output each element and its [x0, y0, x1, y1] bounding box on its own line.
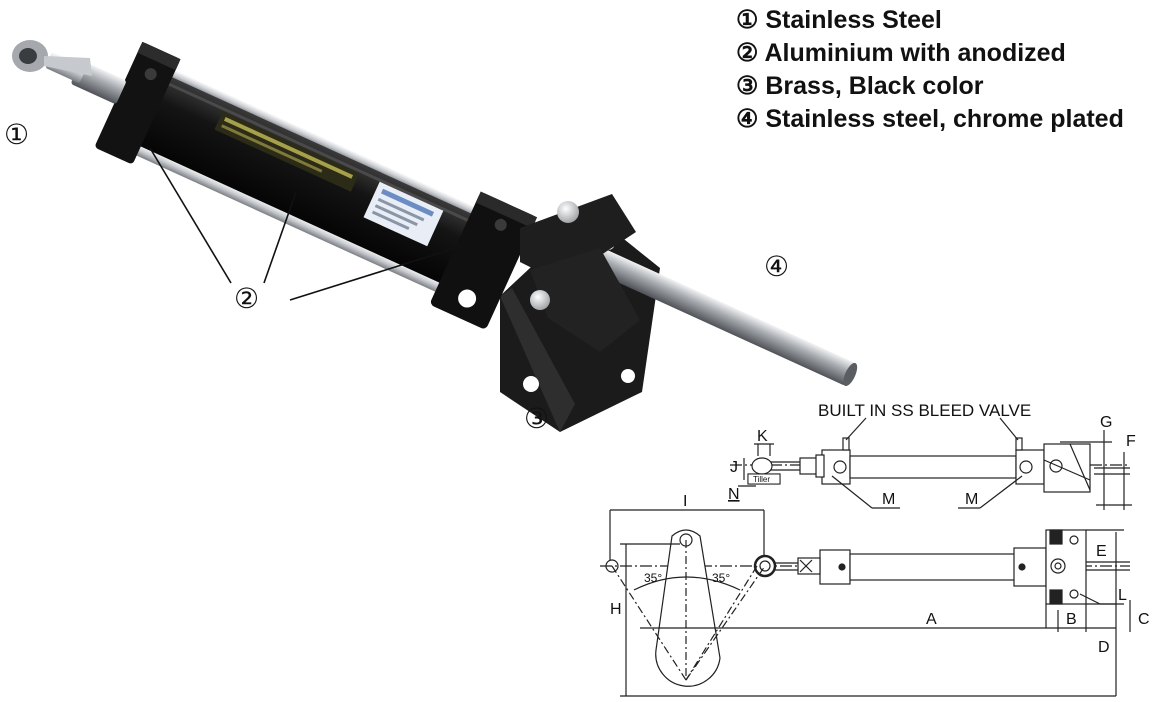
dim-label-e: E [1096, 543, 1107, 560]
legend-number: ② [736, 39, 759, 67]
dim-label-l: L [1118, 587, 1127, 604]
photo-region [12, 40, 858, 432]
legend-text: Stainless steel, chrome plated [765, 105, 1124, 133]
piston-rod [548, 228, 858, 387]
legend-number: ④ [736, 105, 759, 133]
dim-label-k: K [757, 428, 768, 445]
dim-label-b: B [1066, 611, 1077, 628]
cylinder-body [45, 41, 538, 329]
technical-drawing [600, 417, 1132, 697]
angle-right-label: 35° [712, 571, 730, 585]
material-legend: ① Stainless Steel ② Aluminium with anodi… [736, 4, 1124, 136]
legend-number: ③ [736, 72, 759, 100]
dim-label-j: J [730, 459, 738, 476]
dim-label-h: H [610, 601, 622, 618]
legend-text: Brass, Black color [765, 72, 984, 100]
dim-label-d: D [1098, 639, 1110, 656]
legend-text: Stainless Steel [765, 6, 942, 34]
callout-3: ③ [524, 403, 549, 434]
callout-leaders [149, 147, 463, 301]
bleed-valve-label: BUILT IN SS BLEED VALVE [818, 401, 1031, 420]
bracket [520, 194, 640, 352]
tiller-label: Tiller [753, 475, 770, 484]
legend-item-2: ② Aluminium with anodized [736, 37, 1124, 70]
tiller-box [747, 473, 781, 485]
top-view [730, 417, 1132, 510]
legend-item-1: ① Stainless Steel [736, 4, 1124, 37]
dim-label-i: I [683, 493, 687, 510]
callout-1: ① [4, 119, 29, 150]
dim-label-c: C [1138, 611, 1150, 628]
dim-label-m-right: M [965, 491, 978, 508]
dim-label-a: A [926, 611, 937, 628]
legend-item-4: ④ Stainless steel, chrome plated [736, 103, 1124, 136]
callout-2: ② [234, 283, 259, 314]
callout-4: ④ [764, 251, 789, 282]
legend-item-3: ③ Brass, Black color [736, 70, 1124, 103]
dim-label-m-left: M [882, 491, 895, 508]
legend-text: Aluminium with anodized [764, 39, 1066, 67]
rod-end-eye [12, 40, 92, 76]
legend-number: ① [736, 6, 759, 34]
dim-label-f: F [1126, 433, 1136, 450]
dim-label-g: G [1100, 414, 1112, 431]
dim-label-n: N [728, 486, 740, 503]
side-view [600, 509, 1131, 697]
angle-left-label: 35° [644, 571, 662, 585]
